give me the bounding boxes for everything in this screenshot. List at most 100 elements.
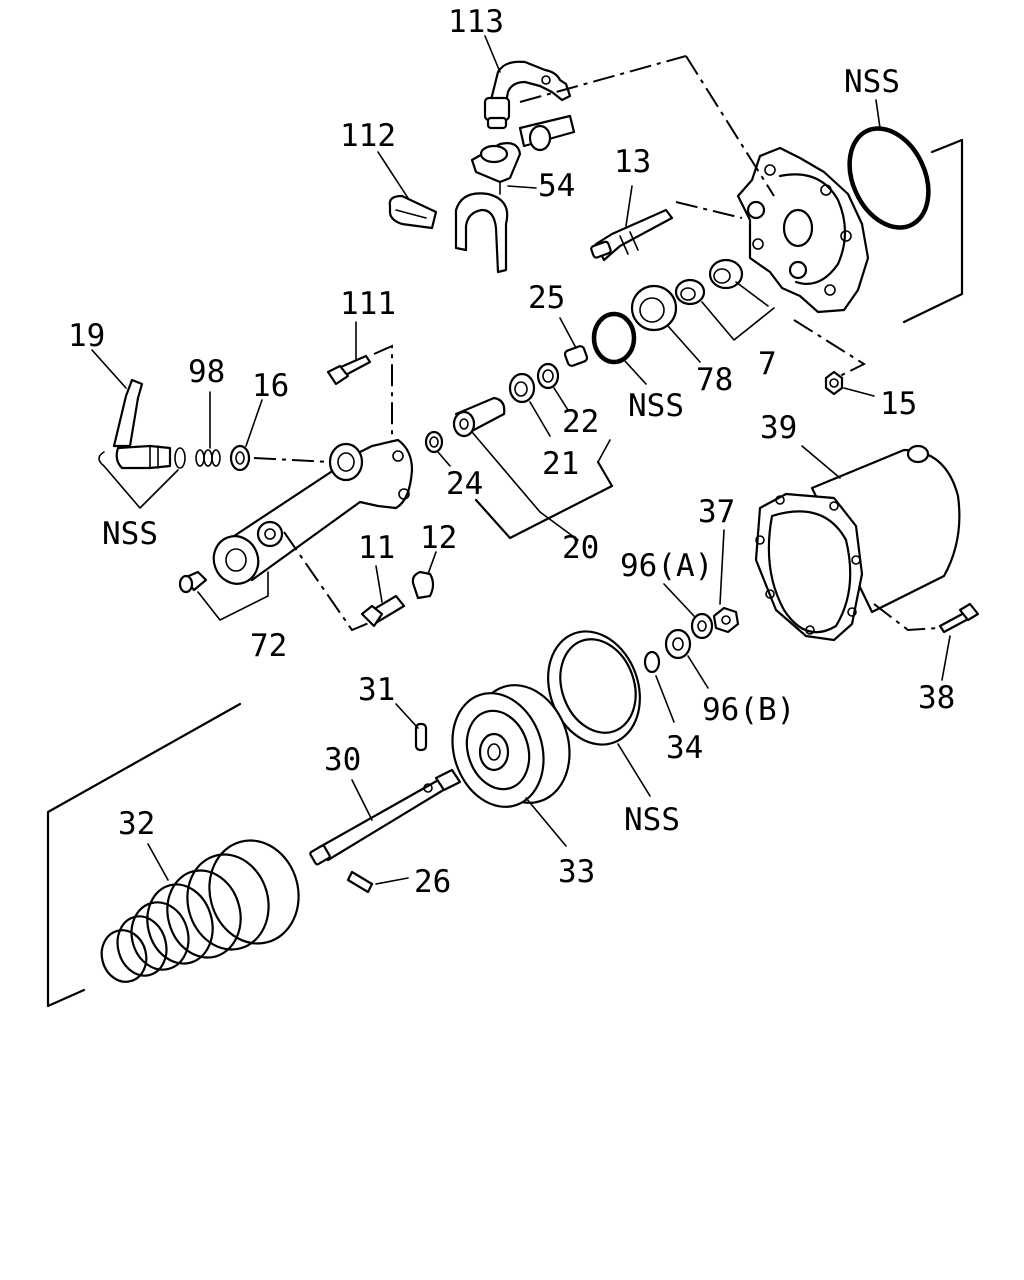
part-34-snap-ring	[643, 650, 661, 674]
label-54: 54	[538, 168, 575, 204]
leader-26	[375, 877, 409, 885]
leader-31	[395, 703, 419, 729]
part-nss-housing-ring	[847, 126, 931, 230]
label-34: 34	[666, 730, 703, 766]
label-nss-diaphragm: NSS	[624, 802, 680, 838]
part-113-bracket	[483, 60, 572, 130]
label-98: 98	[188, 354, 225, 390]
label-111: 111	[340, 286, 396, 322]
label-78: 78	[696, 362, 733, 398]
part-111-bolt	[326, 354, 372, 386]
leader-78	[667, 325, 701, 363]
label-26: 26	[414, 864, 451, 900]
leader-nss-left	[103, 465, 179, 509]
centerline-11	[283, 531, 377, 632]
part-19-bleeder	[112, 378, 172, 470]
label-37: 37	[698, 494, 735, 530]
leader-7	[701, 281, 775, 341]
part-12-cap	[411, 570, 435, 600]
part-24-ring	[424, 430, 444, 454]
label-96b: 96(B)	[702, 692, 795, 728]
part-96a-washer	[690, 612, 714, 640]
leader-30	[351, 779, 373, 821]
part-nss-clip-left	[98, 451, 105, 467]
part-72-cylinder-body	[212, 438, 414, 585]
leader-nss-diaphragm	[617, 743, 651, 797]
part-78-bearing	[630, 284, 678, 332]
centerline-38	[873, 603, 939, 632]
label-31: 31	[358, 672, 395, 708]
centerline-main-top	[519, 55, 775, 197]
centerline-16	[253, 457, 331, 463]
label-25: 25	[528, 280, 565, 316]
part-20-piston	[452, 396, 506, 438]
part-nss-oring	[591, 311, 637, 365]
leader-38	[941, 635, 951, 681]
part-32-return-spring	[100, 839, 300, 983]
part-37-nut	[712, 606, 740, 634]
label-nss-oring: NSS	[628, 388, 684, 424]
label-nss-left: NSS	[102, 516, 158, 552]
leader-13	[625, 185, 633, 227]
part-72-bleed-nipple	[178, 570, 208, 594]
leader-112	[377, 151, 409, 199]
part-16-washer	[229, 444, 251, 472]
label-19: 19	[68, 318, 105, 354]
part-11-bleeder-screw	[360, 594, 406, 628]
part-30-push-rod	[309, 768, 462, 866]
leader-21	[529, 401, 551, 437]
leader-22	[553, 387, 569, 411]
leader-19	[91, 349, 127, 389]
centerline-15	[793, 319, 867, 377]
part-13-switch	[590, 208, 674, 262]
leader-nss-ring	[875, 99, 881, 129]
label-nss-ring: NSS	[844, 64, 900, 100]
part-38-bolt	[938, 602, 980, 634]
leader-16	[245, 399, 263, 447]
part-112-clip	[388, 194, 438, 230]
leader-11	[375, 565, 383, 603]
label-20: 20	[562, 530, 599, 566]
leader-39	[801, 445, 841, 479]
bracket-housing-group	[902, 138, 964, 324]
label-24: 24	[446, 466, 483, 502]
part-25-sleeve	[563, 345, 589, 367]
part-33-piston-plate	[451, 684, 571, 808]
leader-33	[525, 797, 567, 847]
part-7-bushings	[674, 258, 744, 306]
label-96a: 96(A)	[620, 548, 713, 584]
leader-96a	[663, 583, 695, 617]
leader-32	[147, 843, 169, 881]
label-11: 11	[358, 530, 395, 566]
label-38: 38	[918, 680, 955, 716]
leader-20	[471, 431, 541, 513]
part-98-spring	[195, 449, 221, 467]
leader-24	[437, 451, 451, 467]
label-13: 13	[614, 144, 651, 180]
label-32: 32	[118, 806, 155, 842]
label-15: 15	[880, 386, 917, 422]
leader-34	[655, 675, 675, 723]
bracket-20-group	[474, 460, 614, 540]
label-33: 33	[558, 854, 595, 890]
label-112: 112	[340, 118, 396, 154]
part-39-power-cylinder	[754, 444, 961, 642]
part-nss-diaphragm	[547, 630, 641, 746]
label-30: 30	[324, 742, 361, 778]
part-22-washer	[536, 362, 560, 390]
leader-54	[507, 185, 537, 189]
part-nss-oring-left	[174, 447, 186, 469]
leader-37	[719, 529, 725, 605]
label-21: 21	[542, 446, 579, 482]
leader-25	[559, 317, 577, 349]
leader-12	[427, 551, 437, 575]
bracket-spring-group	[46, 702, 242, 1008]
label-113: 113	[448, 4, 504, 40]
part-96b-washer	[664, 628, 692, 660]
part-31-pin	[414, 722, 428, 752]
part-54-shift-fork	[454, 114, 576, 274]
label-7: 7	[758, 346, 777, 382]
part-21-ring	[508, 372, 536, 404]
label-12: 12	[420, 520, 457, 556]
